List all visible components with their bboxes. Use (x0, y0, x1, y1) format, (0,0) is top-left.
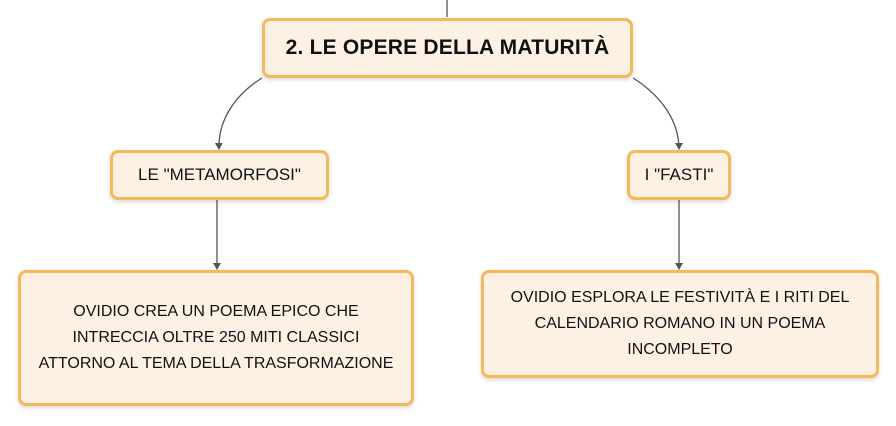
topic-label-fasti: I "FASTI" (644, 165, 714, 184)
root-topic-node[interactable]: 2. LE OPERE DELLA MATURITÀ (262, 18, 633, 78)
topic-node-metamorfosi[interactable]: LE "METAMORFOSI" (110, 150, 329, 200)
root-topic-title: 2. LE OPERE DELLA MATURITÀ (285, 36, 610, 59)
description-node-metamorfosi[interactable]: OVIDIO CREA UN POEMA EPICO CHE INTRECCIA… (18, 270, 414, 406)
connector-root-to-fasti (632, 77, 683, 150)
description-text-fasti: OVIDIO ESPLORA LE FESTIVITÀ E I RITI DEL… (510, 289, 850, 358)
topic-label-metamorfosi: LE "METAMORFOSI" (138, 165, 301, 184)
connector-root-to-metamorfosi (214, 77, 263, 150)
description-text-metamorfosi: OVIDIO CREA UN POEMA EPICO CHE INTRECCIA… (38, 303, 394, 372)
topic-node-fasti[interactable]: I "FASTI" (627, 150, 731, 200)
description-node-fasti[interactable]: OVIDIO ESPLORA LE FESTIVITÀ E I RITI DEL… (481, 270, 879, 378)
